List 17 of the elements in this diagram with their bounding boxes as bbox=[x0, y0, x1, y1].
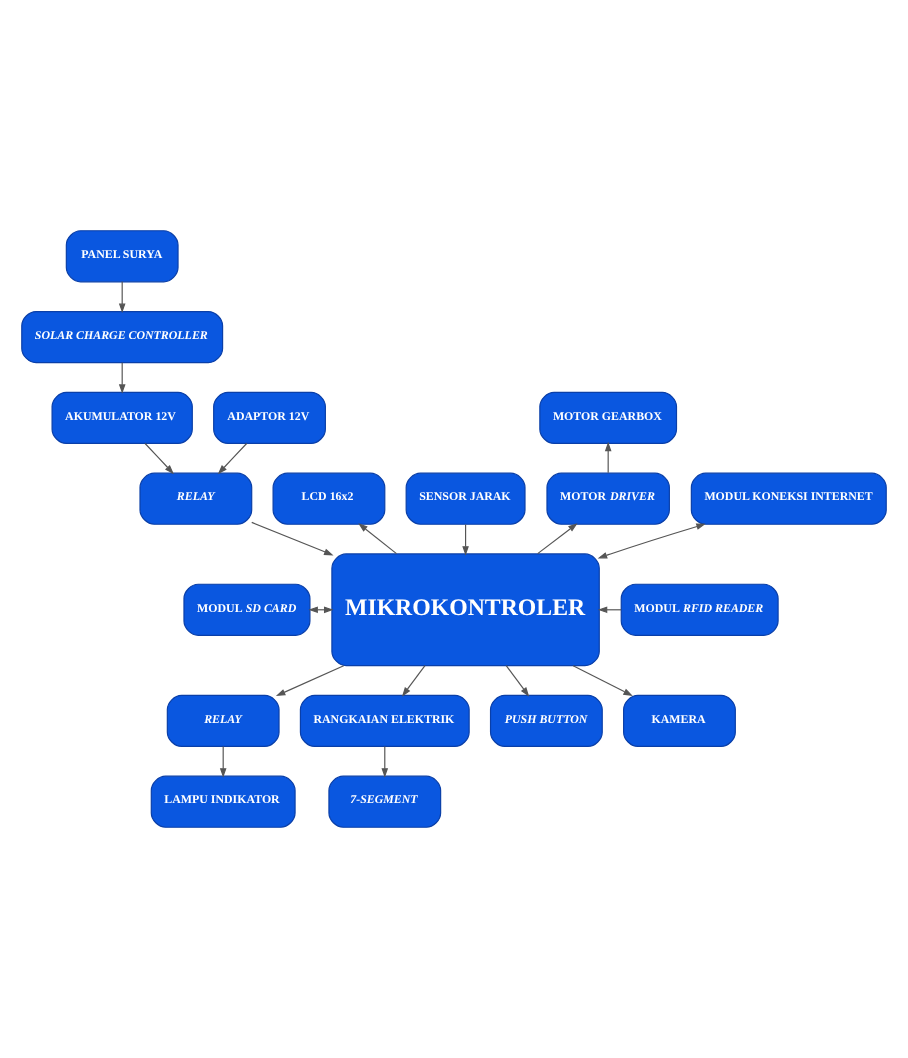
arrow bbox=[217, 442, 248, 475]
arrow bbox=[118, 362, 126, 394]
arrow bbox=[381, 745, 389, 778]
arrow bbox=[358, 523, 398, 555]
arrow bbox=[219, 745, 227, 778]
arrow bbox=[275, 665, 345, 697]
arrow bbox=[604, 441, 612, 474]
node-box: MIKROKONTROLER bbox=[331, 553, 600, 667]
arrow bbox=[251, 521, 334, 556]
arrow bbox=[118, 281, 126, 314]
arrow bbox=[537, 523, 578, 555]
arrow bbox=[401, 665, 426, 697]
arrow bbox=[462, 523, 469, 556]
arrow bbox=[597, 523, 706, 559]
arrow bbox=[572, 665, 633, 697]
arrow bbox=[505, 665, 530, 697]
arrow bbox=[144, 442, 174, 475]
